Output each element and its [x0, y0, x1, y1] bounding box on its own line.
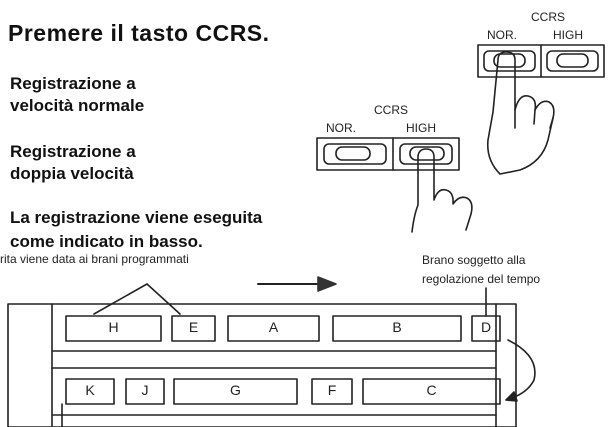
track-H: H [108, 319, 119, 335]
option-normal-line2: velocità normale [10, 96, 145, 115]
nor-button-mid [323, 143, 387, 165]
nor-button-top [483, 50, 536, 72]
track-box-F [311, 378, 353, 405]
tempo-caption-line2: regolazione del tempo [422, 272, 541, 286]
track-box-H [65, 315, 162, 342]
ccrs-label-mid: CCRS [374, 103, 409, 117]
tempo-caption-line1: Brano soggetto alla [422, 253, 526, 267]
option-normal-speed: Registrazione a velocità normale [10, 73, 144, 117]
track-box-B [332, 315, 462, 342]
ccrs-label-top: CCRS [531, 10, 566, 24]
track-J: J [141, 382, 149, 398]
track-box-E [171, 315, 216, 342]
nor-label-mid: NOR. [326, 121, 356, 135]
tempo-caption: Brano soggetto alla regolazione del temp… [422, 251, 540, 289]
track-box-K [65, 378, 115, 405]
option-double-speed: Registrazione a doppia velocità [10, 141, 136, 185]
option-double-line2: doppia velocità [10, 164, 134, 183]
option-normal-line1: Registrazione a [10, 74, 136, 93]
track-E: E [188, 319, 199, 335]
high-label-mid: HIGH [406, 121, 436, 135]
recording-note: La registrazione viene eseguita come ind… [10, 206, 262, 254]
hand-icon-mid [411, 148, 473, 233]
high-button-top [546, 50, 599, 72]
track-C: C [426, 382, 437, 398]
track-A: A [268, 319, 279, 335]
hand-icon-top [486, 51, 555, 175]
track-K: K [85, 382, 95, 398]
nor-label-top: NOR. [487, 28, 517, 42]
priority-caption: rita viene data ai brani programmati [0, 252, 189, 266]
recording-note-line2: come indicato in basso. [10, 232, 203, 251]
ccrs-switch-mid [316, 137, 460, 171]
track-F: F [327, 382, 337, 398]
track-box-J [125, 378, 165, 405]
track-B: B [392, 319, 402, 335]
track-box-A [227, 315, 320, 342]
page-title: Premere il tasto CCRS. [8, 20, 270, 46]
track-box-G [173, 378, 298, 405]
track-G: G [230, 382, 241, 398]
track-D: D [480, 319, 492, 335]
option-double-line1: Registrazione a [10, 142, 136, 161]
high-button-mid [399, 143, 453, 165]
high-label-top: HIGH [553, 28, 583, 42]
recording-note-line1: La registrazione viene eseguita [10, 208, 263, 227]
track-box-C [362, 378, 501, 405]
